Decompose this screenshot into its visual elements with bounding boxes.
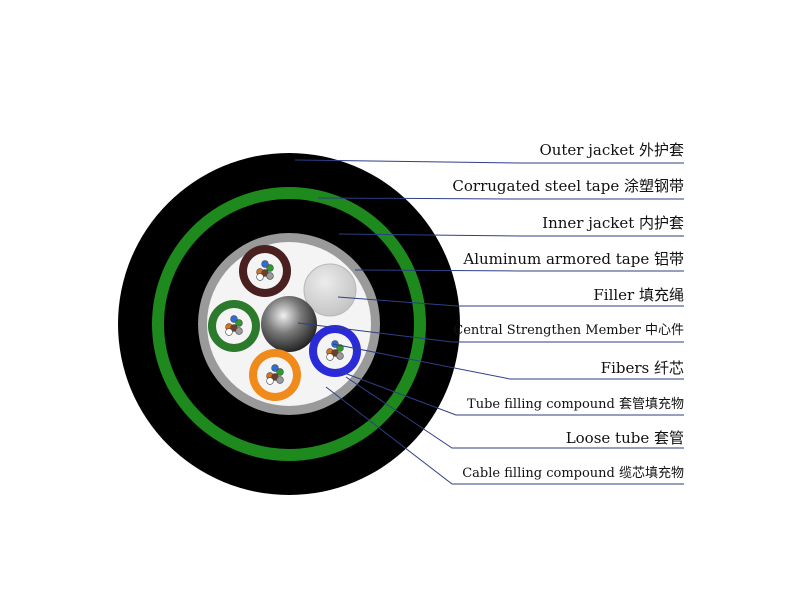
fiber-2-6 [225,328,233,336]
leader-outer-jacket [294,159,684,164]
fiber-4-2 [336,344,344,352]
fiber-3-1 [271,364,279,372]
filler [303,263,357,317]
fiber-4-5 [336,352,344,360]
label-tube-filling-compound: Tube filling compound 套管填充物 [467,397,684,412]
leader-corrugated-steel-tape [317,197,684,200]
leader-fibers [332,343,684,380]
corrugated-steel-tape [152,187,426,461]
leader-tube-filling-compound [338,370,684,416]
label-central-strength-member: Central Strengthen Member 中心件 [453,323,684,338]
label-corrugated-steel-tape: Corrugated steel tape 涂塑钢带 [452,177,684,195]
fiber-1-5 [266,272,274,280]
central-strength-member [261,296,317,352]
fiber-3-6 [266,377,274,385]
leader-inner-jacket [338,233,684,237]
fiber-1-6 [256,273,264,281]
fiber-bundles [225,260,344,385]
fiber-1-2 [266,264,274,272]
label-aluminum-armored-tape: Aluminum armored tape 铝带 [463,250,684,268]
label-inner-jacket: Inner jacket 内护套 [542,214,684,232]
fiber-1-1 [261,260,269,268]
leader-cable-filling-compound [325,386,684,485]
label-fibers: Fibers 纤芯 [600,359,684,377]
leader-filler [337,296,684,307]
fiber-2-5 [235,327,243,335]
leader-loose-tube [345,376,684,449]
fiber-3-2 [276,368,284,376]
leader-aluminum-armored-tape [354,269,684,272]
fiber-3-5 [276,376,284,384]
label-outer-jacket: Outer jacket 外护套 [539,141,684,159]
fiber-4-6 [326,353,334,361]
fiber-2-1 [230,315,238,323]
leader-lines [294,159,684,485]
label-cable-filling-compound: Cable filling compound 缆芯填充物 [462,466,684,481]
leader-central-strength-member [297,322,684,343]
label-filler: Filler 填充绳 [593,286,684,304]
fiber-2-2 [235,319,243,327]
label-loose-tube: Loose tube 套管 [565,429,684,447]
